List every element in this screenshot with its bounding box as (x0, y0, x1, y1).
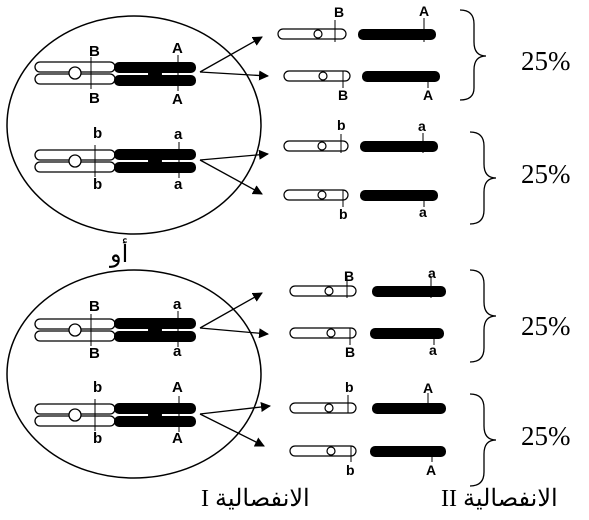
gamete-8-white-gene: b (346, 462, 355, 478)
gamete-7-black-gene: A (423, 380, 433, 396)
gamete-6-black-gene: a (429, 342, 437, 358)
cell-2-top-white-gene-lower: B (89, 345, 100, 362)
gamete-6 (289, 327, 444, 345)
percentage-3: 25% (521, 311, 571, 341)
stage-label-meiosis-2: الانفصالية II (441, 486, 558, 512)
percentage-1: 25% (521, 46, 571, 76)
cell-2-top-black-chromosome (114, 311, 196, 347)
percentage-4: 25% (521, 421, 571, 451)
gamete-1-black-gene: A (419, 3, 429, 19)
gamete-8 (289, 445, 446, 462)
cell-1-top-black-gene-upper: A (172, 40, 183, 57)
cell-1-top-white-gene-lower: B (89, 90, 100, 107)
gamete-4 (283, 189, 438, 207)
cell-2-outline (6, 269, 262, 479)
gamete-1-white-gene: B (334, 4, 344, 20)
cell-1-bottom-black-gene-lower: a (174, 176, 183, 193)
percentage-2: 25% (521, 159, 571, 189)
gamete-2-white-gene: B (338, 87, 348, 103)
cell-2-top-white-chromosome (34, 314, 116, 346)
gamete-7-white-gene: b (345, 379, 354, 395)
gamete-7 (289, 393, 446, 414)
gamete-5-black-gene: a (428, 265, 436, 281)
cell-2-top-black-gene-lower: a (173, 343, 182, 360)
cell-1-top-white-chromosome (34, 57, 116, 89)
gamete-1 (277, 18, 436, 42)
arrow-6 (199, 327, 269, 339)
arrow-3 (199, 149, 269, 161)
gamete-5-white-gene: B (344, 268, 354, 284)
cell-1-bottom-black-gene-upper: a (174, 126, 183, 143)
cell-2-top-white-gene-upper: B (89, 298, 100, 315)
cell-1-bottom-black-chromosome (114, 142, 196, 178)
arrow-1 (199, 36, 263, 73)
gamete-4-black-gene: a (419, 204, 427, 220)
cell-1-bottom-white-chromosome (34, 145, 116, 177)
gamete-8-black-gene: A (426, 462, 436, 478)
gamete-3-black-gene: a (418, 118, 426, 134)
gamete-5 (289, 276, 446, 298)
gamete-3-white-gene: b (337, 117, 346, 133)
arrow-2 (199, 70, 269, 81)
cell-1-top-white-gene-upper: B (89, 43, 100, 60)
brace-1 (459, 9, 487, 101)
arrow-4 (199, 159, 263, 195)
arrow-5 (199, 292, 263, 329)
cell-1-outline (6, 15, 262, 235)
cell-2-bottom-black-gene-lower: A (172, 430, 183, 447)
gamete-2-black-gene: A (423, 87, 433, 103)
cell-2-bottom-black-gene-upper: A (172, 379, 183, 396)
gamete-2 (283, 70, 440, 88)
gamete-6-white-gene: B (345, 344, 355, 360)
arrow-8 (199, 413, 265, 447)
stage-label-meiosis-1: الانفصالية I (201, 486, 310, 512)
brace-4 (469, 393, 497, 487)
cell-1-bottom-white-gene-lower: b (93, 176, 102, 193)
brace-2 (469, 131, 497, 225)
cell-2-bottom-black-chromosome (114, 396, 196, 432)
cell-1-bottom-white-gene-upper: b (93, 125, 102, 142)
cell-2-top-black-gene-upper: a (173, 296, 182, 313)
gamete-4-white-gene: b (339, 206, 348, 222)
cell-2-bottom-white-gene-lower: b (93, 430, 102, 447)
cell-2-bottom-white-gene-upper: b (93, 379, 102, 396)
arrow-7 (199, 402, 271, 415)
cell-1-top-black-gene-lower: A (172, 91, 183, 108)
connector-or: أو (109, 237, 128, 268)
brace-3 (469, 269, 497, 363)
cell-1-top-black-chromosome (114, 55, 196, 91)
gamete-3 (283, 133, 438, 153)
cell-2-bottom-white-chromosome (34, 399, 116, 431)
